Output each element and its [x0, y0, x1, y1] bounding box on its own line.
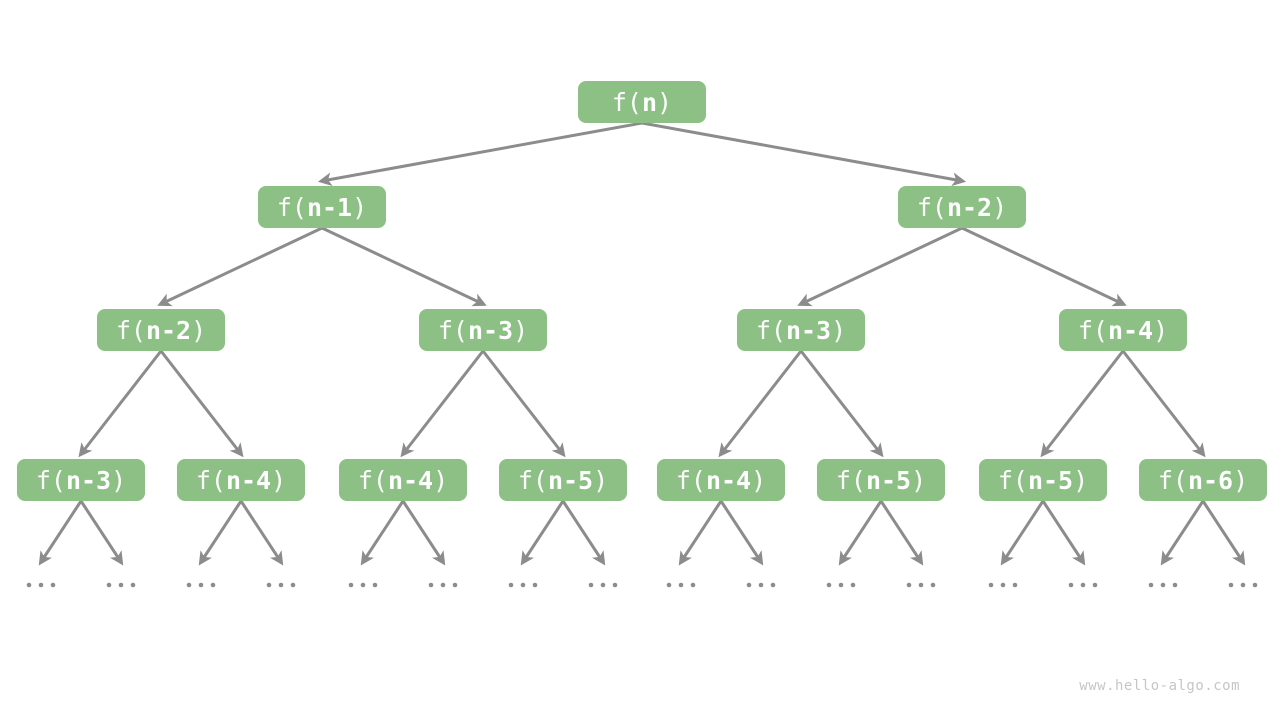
ellipsis	[1148, 582, 1178, 588]
tree-edge	[78, 349, 163, 458]
tree-node: f(n-5)	[979, 459, 1107, 501]
tree-node: f(n-3)	[419, 309, 547, 351]
ellipsis	[588, 582, 618, 588]
tree-edge	[520, 499, 565, 566]
tree-node: f(n-4)	[339, 459, 467, 501]
tree-node-label: f(n-5)	[998, 466, 1088, 495]
tree-edge	[640, 121, 967, 187]
tree-edge	[1201, 499, 1246, 566]
ellipsis	[906, 582, 936, 588]
tree-node: f(n-6)	[1139, 459, 1267, 501]
tree-node: f(n-4)	[177, 459, 305, 501]
ellipsis	[266, 582, 296, 588]
tree-node: f(n)	[578, 81, 706, 123]
tree-node: f(n-2)	[97, 309, 225, 351]
tree-edge	[38, 499, 83, 566]
tree-node: f(n-5)	[499, 459, 627, 501]
tree-edge	[198, 499, 243, 566]
ellipsis	[666, 582, 696, 588]
ellipsis	[988, 582, 1018, 588]
tree-node-label: f(n-4)	[358, 466, 448, 495]
tree-node-label: f(n-4)	[676, 466, 766, 495]
tree-edge	[1160, 499, 1205, 566]
tree-node: f(n-1)	[258, 186, 386, 228]
tree-node-label: f(n-3)	[438, 316, 528, 345]
tree-node-label: f(n-5)	[836, 466, 926, 495]
tree-edge	[401, 499, 446, 566]
ellipsis	[1068, 582, 1098, 588]
tree-edge	[320, 226, 487, 307]
tree-node: f(n-3)	[737, 309, 865, 351]
ellipsis-layer	[26, 582, 1258, 588]
tree-edge	[159, 349, 244, 458]
ellipsis	[186, 582, 216, 588]
tree-edge	[360, 499, 405, 566]
tree-edge	[1040, 349, 1125, 458]
ellipsis	[428, 582, 458, 588]
node-layer: f(n) f(n-1) f(n-2) f(n-2) f(n-3) f(n-3) f(n-4)…	[17, 81, 1267, 501]
tree-node-label: f(n-3)	[36, 466, 126, 495]
ellipsis	[348, 582, 378, 588]
tree-node-label: f(n)	[612, 88, 672, 117]
tree-node-label: f(n-3)	[756, 316, 846, 345]
tree-edge	[79, 499, 124, 566]
tree-edge	[718, 349, 803, 458]
tree-node-label: f(n-4)	[1078, 316, 1168, 345]
tree-edge	[838, 499, 883, 566]
ellipsis	[826, 582, 856, 588]
tree-edge	[157, 226, 324, 307]
tree-edge	[1000, 499, 1045, 566]
tree-node: f(n-5)	[817, 459, 945, 501]
tree-edge	[797, 226, 964, 307]
tree-node: f(n-4)	[1059, 309, 1187, 351]
edge-layer	[38, 121, 1246, 566]
tree-node-label: f(n-1)	[277, 193, 367, 222]
tree-edge	[481, 349, 566, 458]
tree-node-label: f(n-2)	[116, 316, 206, 345]
tree-node: f(n-3)	[17, 459, 145, 501]
tree-edge	[561, 499, 606, 566]
tree-edge	[719, 499, 764, 566]
tree-node-label: f(n-2)	[917, 193, 1007, 222]
ellipsis	[106, 582, 136, 588]
tree-node-label: f(n-5)	[518, 466, 608, 495]
tree-node-label: f(n-6)	[1158, 466, 1248, 495]
tree-edge	[1121, 349, 1206, 458]
ellipsis	[1228, 582, 1258, 588]
tree-edge	[317, 121, 644, 187]
tree-edge	[239, 499, 284, 566]
tree-edge	[879, 499, 924, 566]
tree-edge	[1041, 499, 1086, 566]
watermark: www.hello-algo.com	[1079, 678, 1240, 694]
ellipsis	[746, 582, 776, 588]
tree-edge	[960, 226, 1127, 307]
tree-edge	[678, 499, 723, 566]
tree-node-label: f(n-4)	[196, 466, 286, 495]
ellipsis	[26, 582, 56, 588]
tree-edge	[799, 349, 884, 458]
tree-node: f(n-4)	[657, 459, 785, 501]
tree-edge	[400, 349, 485, 458]
ellipsis	[508, 582, 538, 588]
tree-node: f(n-2)	[898, 186, 1026, 228]
